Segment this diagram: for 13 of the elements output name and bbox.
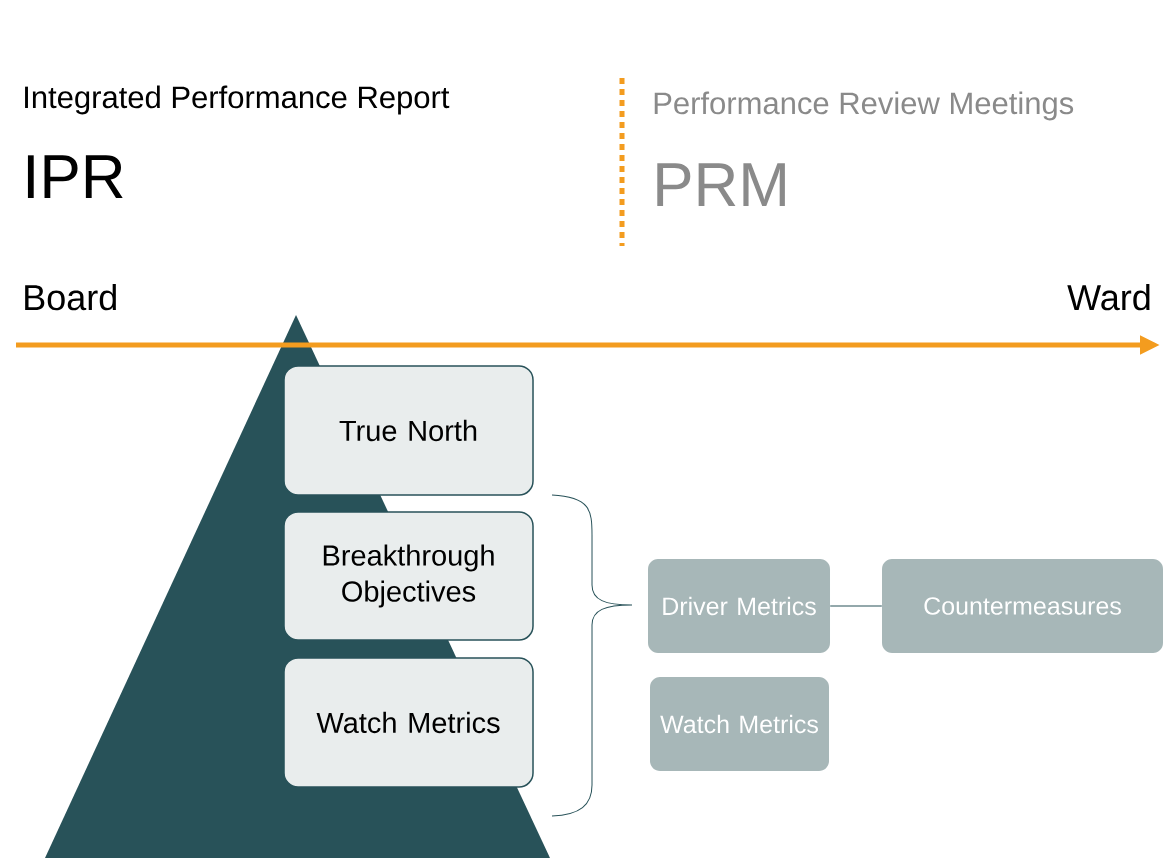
axis-label: Ward	[1067, 283, 1150, 311]
metric-box: Countermeasures	[882, 559, 1163, 653]
level-box: Breakthrough Objectives	[283, 511, 534, 641]
metric-box: Watch Metrics	[650, 677, 829, 771]
level-box: True North	[283, 365, 534, 496]
heading: Performance Review Meetings	[654, 91, 1074, 121]
axis-label: Board	[25, 283, 116, 311]
metric-box: Driver Metrics	[648, 559, 830, 653]
abbreviation: IPR	[27, 155, 123, 198]
connector	[829, 605, 883, 607]
abbreviation: PRM	[657, 163, 785, 206]
heading: Integrated Performance Report	[25, 85, 450, 115]
level-box: Watch Metrics	[283, 657, 534, 788]
